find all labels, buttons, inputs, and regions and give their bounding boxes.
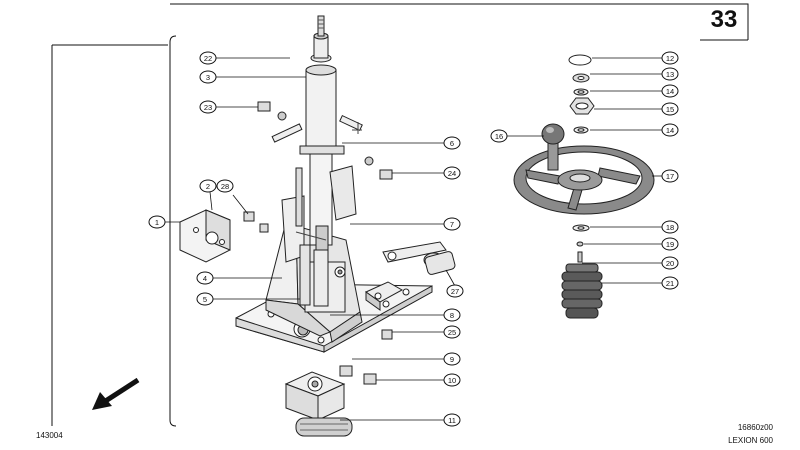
- callout-21: 22: [204, 54, 212, 63]
- callout-28: 28: [221, 182, 229, 191]
- steering-column-assembly: [179, 15, 456, 437]
- callout-18: 19: [666, 240, 674, 249]
- direction-arrow-icon: [92, 377, 140, 410]
- callout-4: 4: [203, 274, 207, 283]
- callout-16: 17: [666, 172, 674, 181]
- callout-8: 8: [450, 311, 454, 320]
- callout-17: 18: [666, 223, 674, 232]
- callout-27: 27: [451, 287, 459, 296]
- callout-1: 1: [155, 218, 159, 227]
- callout-14: 14: [666, 87, 674, 96]
- callout-7: 7: [450, 220, 454, 229]
- page-number: 33: [710, 6, 738, 33]
- document-code: 143004: [36, 431, 63, 440]
- callout-15: 15: [666, 105, 674, 114]
- callout-14: 14: [666, 126, 674, 135]
- callout-5: 5: [203, 295, 207, 304]
- steering-wheel-assembly: [513, 54, 655, 319]
- drawing-code: 16860z00: [737, 423, 773, 432]
- callout-22: 23: [204, 103, 212, 112]
- leader-lines: [163, 57, 663, 421]
- machine-model: LEXION 600: [728, 436, 773, 445]
- callout-20: 21: [666, 279, 674, 288]
- callout-3: 3: [206, 73, 210, 82]
- callout-6: 6: [450, 139, 454, 148]
- callout-11: 11: [448, 416, 456, 425]
- callout-22: 24: [448, 169, 456, 178]
- callout-9: 9: [450, 355, 454, 364]
- callout-12: 12: [666, 54, 674, 63]
- page-frame: [51, 3, 749, 427]
- callout-23: 2: [206, 182, 210, 191]
- callout-bubbles: [148, 51, 679, 427]
- callout-19: 20: [666, 259, 674, 268]
- callout-10: 10: [448, 376, 456, 385]
- callout-25: 25: [448, 328, 456, 337]
- callout-24: 16: [495, 132, 503, 141]
- callout-13: 13: [666, 70, 674, 79]
